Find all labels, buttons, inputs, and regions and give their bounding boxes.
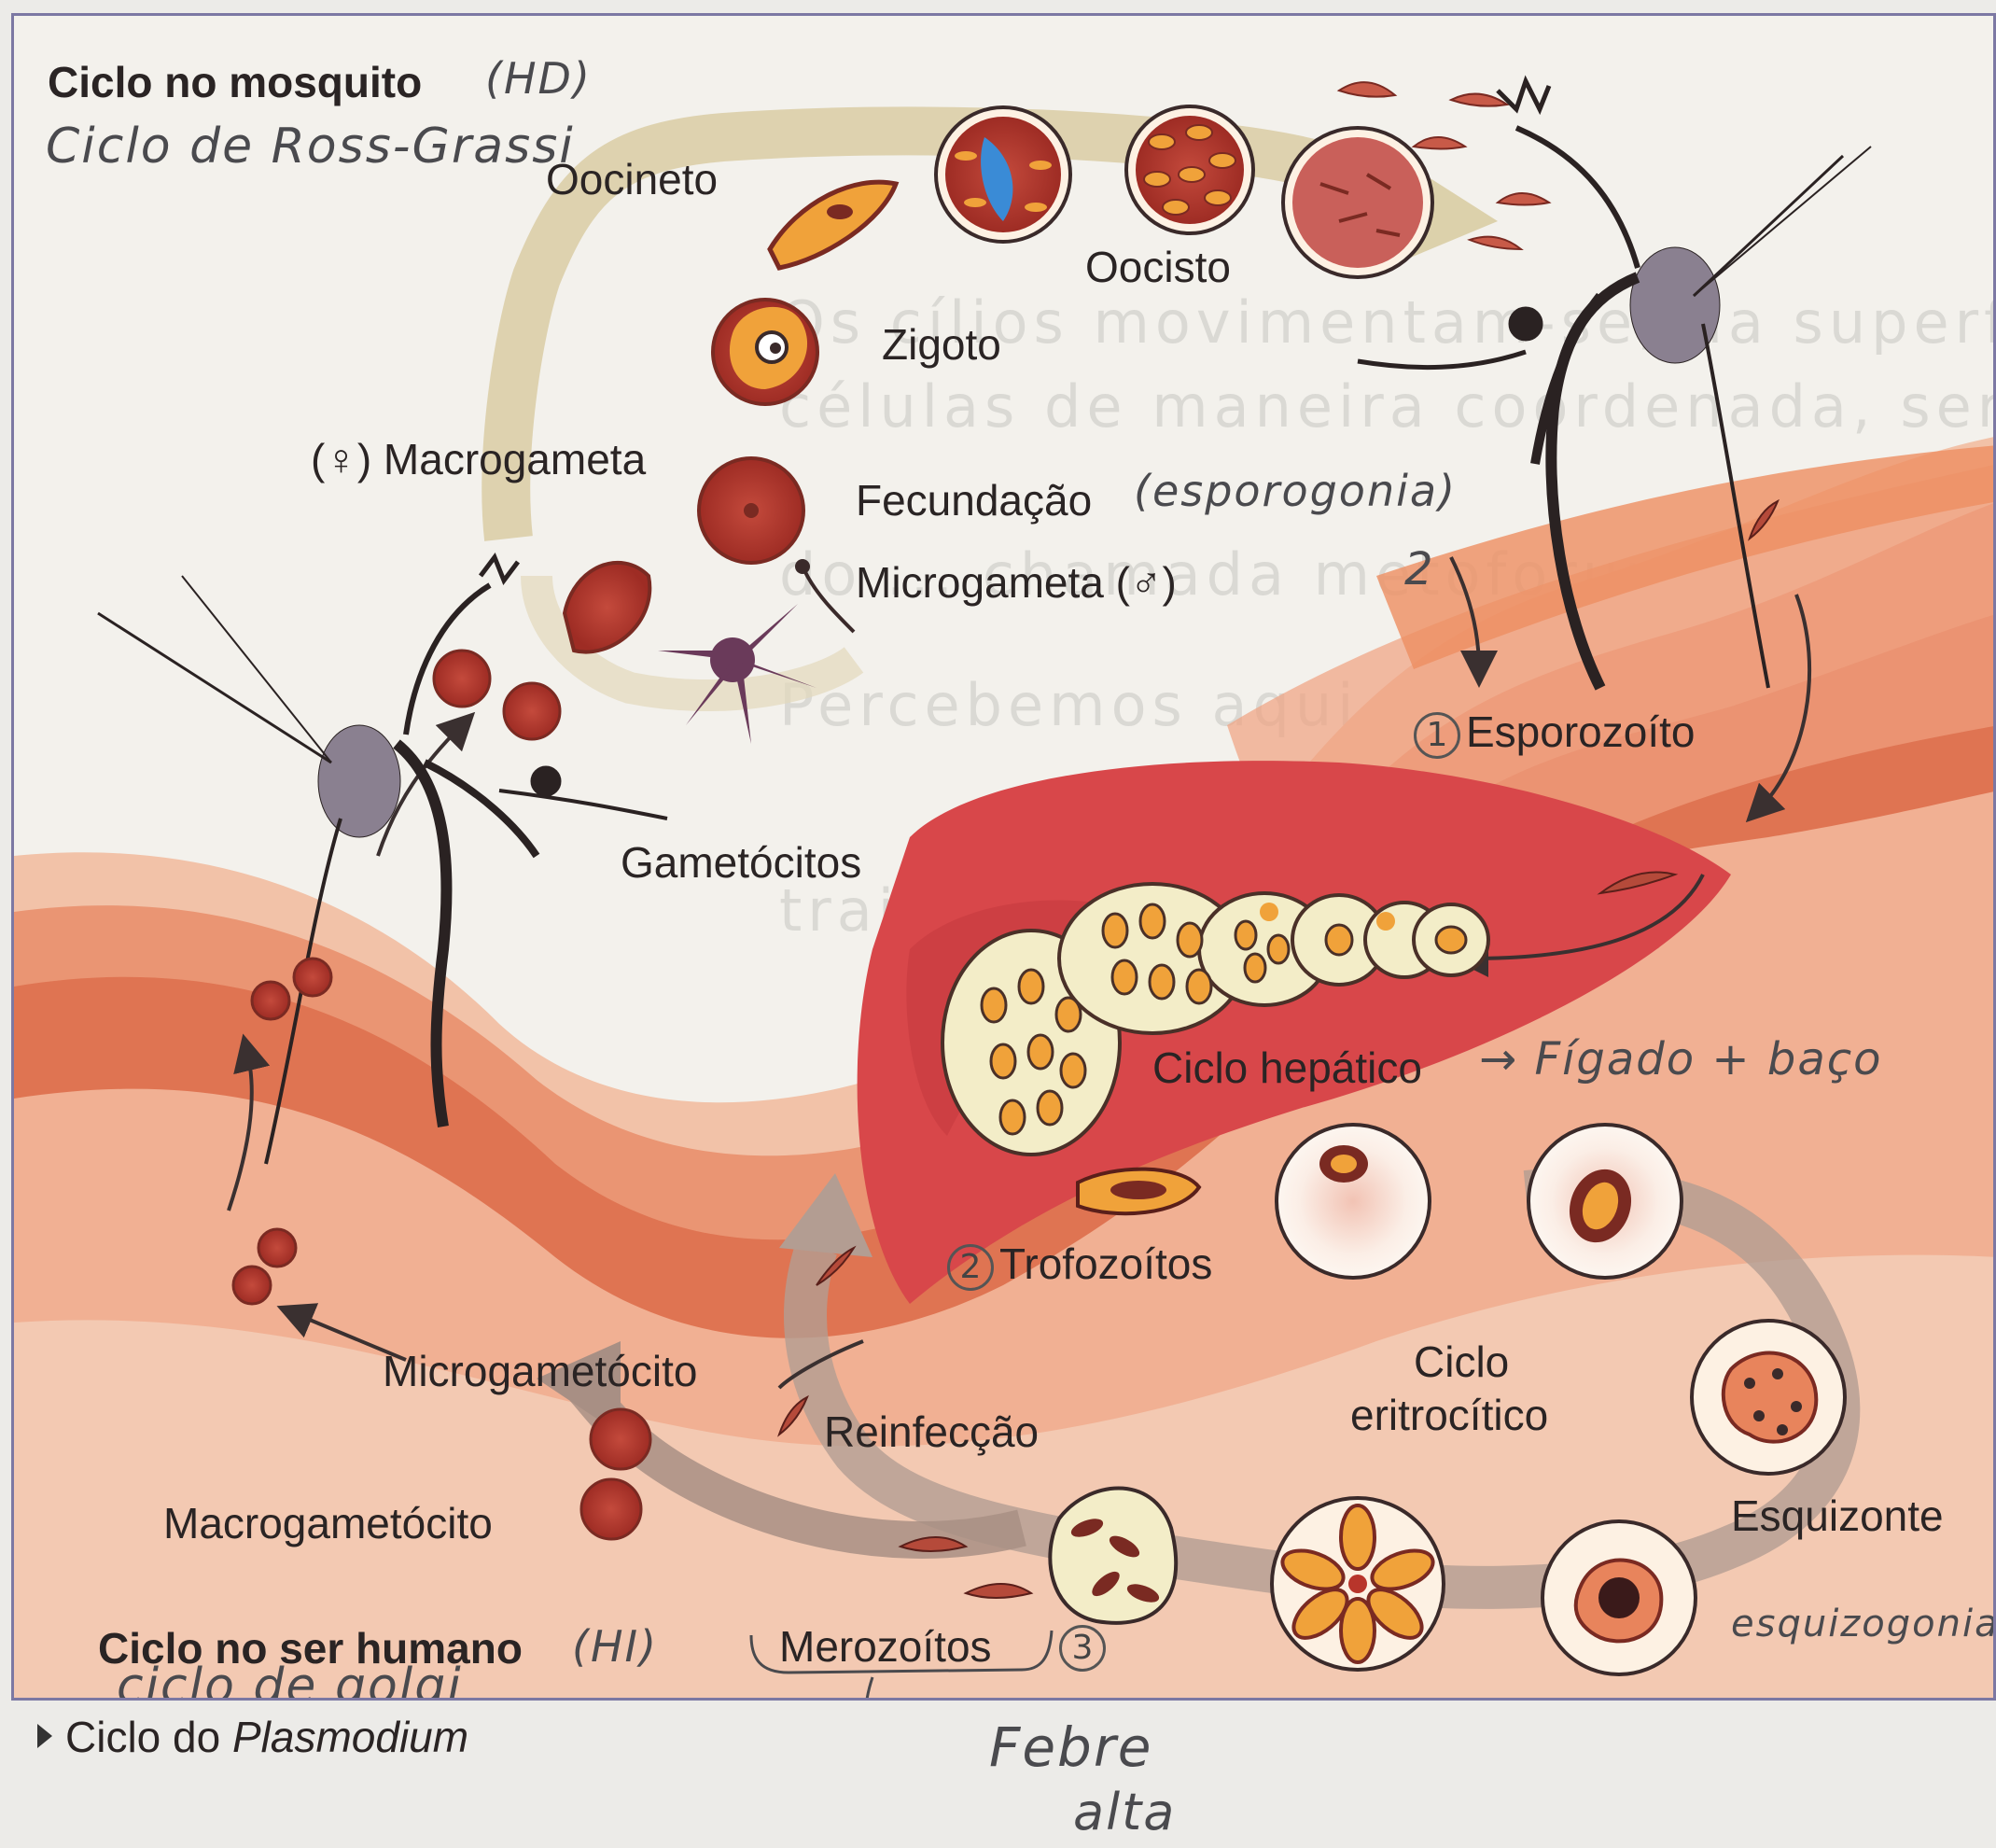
oocyst-stage-3 [1283, 128, 1432, 277]
figure-caption: Ciclo do Plasmodium [37, 1712, 468, 1762]
label-oocineto: Oocineto [546, 154, 718, 204]
label-eritrocitico: eritrocítico [1350, 1390, 1548, 1440]
esquizogonia-note: esquizogonia [1731, 1603, 1996, 1645]
erythrocyte-rosette-schizont [1272, 1498, 1444, 1670]
arrow-number-note: 2 [1404, 543, 1435, 595]
ross-grassi-note: Ciclo de Ross-Grassi [46, 119, 575, 175]
oocyst-stage-2 [1126, 106, 1253, 233]
erythrocyte-ring-stage [1277, 1125, 1430, 1278]
mosquito-cycle-title: Ciclo no mosquito [48, 57, 422, 107]
oocyst-stage-1 [936, 107, 1070, 242]
label-macrogameta: (♀) Macrogameta [311, 434, 646, 484]
label-macrogametocito: Macrogametócito [163, 1498, 493, 1548]
svg-text:células de maneira coordenada,: células de maneira coordenada, servindo … [779, 372, 1996, 441]
step-1-badge: 1 [1414, 712, 1460, 759]
erythrocyte-late-schizont [1542, 1521, 1696, 1674]
label-microgameta: Microgameta (♂) [856, 557, 1177, 608]
step-2-badge: 2 [947, 1244, 994, 1291]
figado-baco-note: → Fígado + baço [1479, 1033, 1883, 1085]
esporogonia-note: (esporogonia) [1134, 466, 1457, 516]
label-ciclo-hepatico: Ciclo hepático [1152, 1043, 1422, 1093]
label-esquizonte: Esquizonte [1731, 1491, 1944, 1541]
oocineto-cell [770, 182, 896, 268]
golgi-note: ciclo de golgi [117, 1659, 463, 1701]
label-gametocitos: Gametócitos [621, 837, 861, 888]
hd-note: (HD) [485, 53, 592, 104]
erythrocyte-trophozoite [1528, 1125, 1682, 1278]
macrogamete-cell [699, 458, 803, 563]
label-ciclo: Ciclo [1414, 1337, 1509, 1387]
label-fecundacao: Fecundação [856, 475, 1092, 525]
step-3-badge: 3 [1059, 1619, 1111, 1672]
label-reinfeccao: Reinfecção [824, 1407, 1039, 1457]
label-merozoitos: Merozoítos [779, 1621, 992, 1672]
febre-note: Febre [989, 1715, 1152, 1779]
label-oocisto: Oocisto [1085, 242, 1231, 292]
label-zigoto: Zigoto [882, 319, 1001, 370]
alta-note: alta [1073, 1783, 1176, 1841]
diagram-frame: Os cílios movimentam-se, na superfície d… [11, 13, 1996, 1701]
label-microgametocito: Microgametócito [383, 1346, 697, 1396]
zygote-cell [713, 300, 817, 404]
hi-note: (HI) [572, 1621, 658, 1672]
erythrocyte-schizont [1692, 1321, 1845, 1474]
caption-arrow-icon [37, 1724, 52, 1748]
